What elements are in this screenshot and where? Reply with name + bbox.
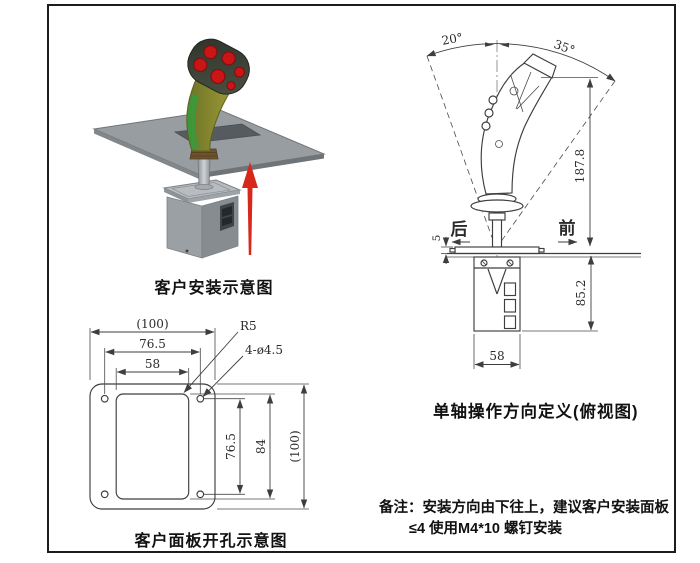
dim-hole-span-width-text: 76.5 [139, 337, 166, 351]
angle-left-label: 20° [441, 30, 464, 47]
joystick-outline [470, 53, 557, 248]
joystick-grip [186, 38, 250, 152]
dim-hole-span-height-text: 76.5 [224, 433, 238, 460]
dim-cutout-width-text: 58 [145, 357, 160, 371]
holes-leader [202, 355, 244, 397]
cutout-drawing: (100) 76.5 58 R5 4-ø4.5 [89, 317, 309, 510]
installation-notes: 备注：安装方向由下往上，建议客户安装面板 ≤4 使用M4*10 螺钉安装 [379, 498, 689, 540]
install-figure-caption: 客户安装示意图 [154, 280, 274, 297]
dim-58-base [473, 334, 521, 369]
panel-outline [89, 383, 216, 510]
dim-cutout-width [115, 368, 190, 390]
dim-85-2-text: 85.2 [574, 280, 588, 307]
connector-block [220, 202, 234, 231]
dim-85-2 [522, 255, 598, 332]
mounting-holes [100, 394, 205, 499]
joystick-shaft [194, 158, 214, 190]
travel-fan [426, 42, 616, 244]
dim-cutout-height [190, 393, 275, 500]
mounting-direction-arrow [242, 162, 258, 255]
install-3d-figure [92, 38, 326, 259]
body-box-outline [473, 256, 521, 332]
direction-drawing: 20° 35° [426, 30, 641, 369]
joystick-base-box [162, 179, 242, 259]
holes-label: 4-ø4.5 [245, 343, 283, 357]
grip-green-stripe [187, 94, 199, 149]
dim-5-text: 5 [431, 235, 443, 242]
dim-outer-height [217, 383, 309, 510]
dim-cutout-height-text: 84 [254, 439, 268, 455]
label-back: 后 [451, 220, 468, 239]
base-screw-dot [185, 249, 189, 253]
label-front: 前 [559, 218, 576, 238]
dim-outer-height-text: (100) [288, 430, 302, 462]
dim-187-8-text: 187.8 [573, 149, 587, 183]
angle-right-label: 35° [552, 37, 577, 57]
notes-line-1: 备注：安装方向由下往上，建议客户安装面板 [379, 500, 669, 516]
dim-hole-span-width [104, 348, 201, 394]
cutout-outline [115, 393, 190, 500]
dim-187-8 [541, 77, 598, 247]
head-buttons [193, 45, 245, 91]
dim-hole-span-height [204, 398, 245, 495]
dim-58-base-text: 58 [489, 349, 504, 363]
flange-and-panel-section [447, 246, 641, 258]
notes-line-2: ≤4 使用M4*10 螺钉安装 [409, 521, 562, 537]
dim-5-flange [441, 237, 453, 264]
joystick-head [187, 38, 250, 95]
dim-outer-width-text: (100) [136, 317, 168, 331]
connector-slots [503, 282, 517, 330]
drawing-frame-border: 客户安装示意图 20° 35° [47, 4, 676, 553]
radius-leader [183, 331, 239, 393]
direction-figure-caption: 单轴操作方向定义(俯视图) [433, 403, 639, 421]
cutout-figure-caption: 客户面板开孔示意图 [134, 533, 288, 550]
dim-outer-width [89, 328, 216, 380]
radius-label: R5 [240, 319, 257, 333]
